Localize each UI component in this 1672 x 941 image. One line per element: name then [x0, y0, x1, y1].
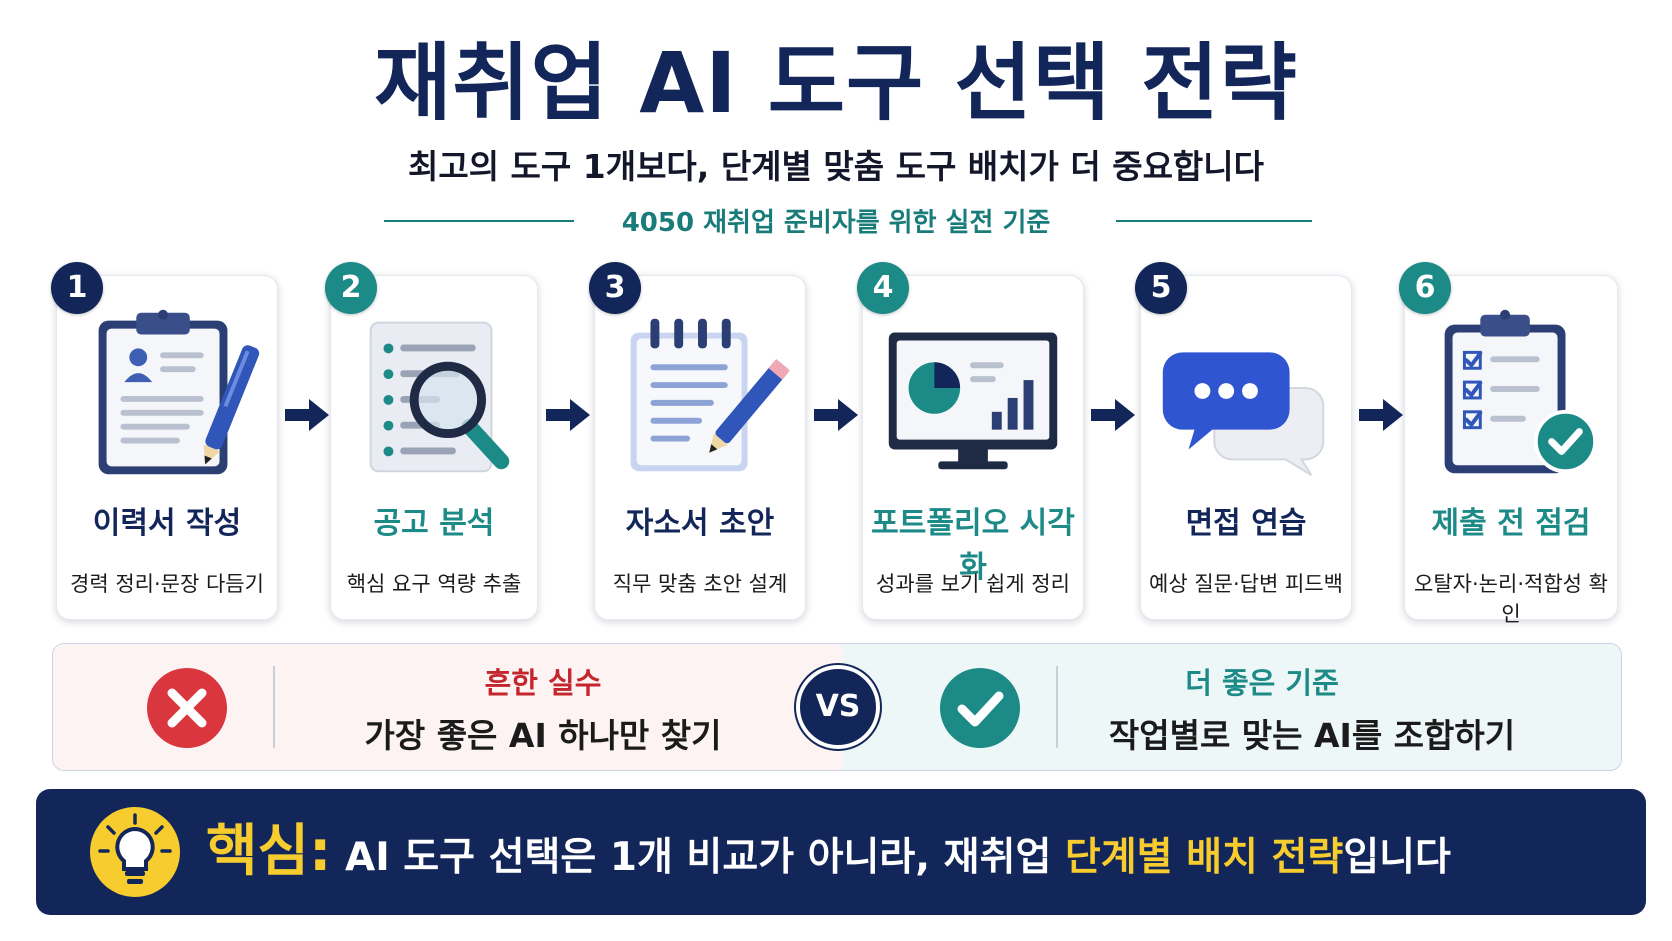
key-tail: 입니다: [1343, 835, 1451, 880]
key-highlight: 단계별 배치 전략: [1064, 835, 1344, 880]
document-magnifier-icon: [369, 321, 510, 473]
clipboard-resume-pen-icon: [98, 309, 260, 475]
step-number-badge: 3: [589, 262, 641, 314]
step-description: 성과를 보기 쉽게 정리: [876, 572, 1070, 596]
step-description: 직무 맞춤 초안 설계: [612, 572, 788, 596]
step-description: 경력 정리·문장 다듬기: [70, 572, 264, 596]
step-number-badge: 6: [1399, 262, 1451, 314]
step-description: 핵심 요구 역량 추출: [346, 572, 522, 596]
step-card-3: 3 자소서 초안 직무 맞춤 초안 설계: [589, 262, 806, 620]
step-title: 포트폴리오 시각화: [871, 506, 1075, 585]
arrow-right-icon: [285, 399, 329, 431]
divider: [1056, 666, 1058, 748]
step-title: 제출 전 점검: [1431, 506, 1591, 541]
better-panel: 더 좋은 기준 작업별로 맞는 AI를 조합하기: [842, 644, 1621, 770]
lightbulb-icon: [90, 807, 180, 897]
check-circle-icon: [940, 668, 1020, 748]
arrow-right-icon: [546, 399, 590, 431]
mistake-text: 가장 좋은 AI 하나만 찾기: [364, 716, 722, 755]
vs-badge: VS: [796, 665, 880, 749]
step-card-4: 4 포트폴리오 시각화 성과를 보기 쉽게 정리: [857, 262, 1084, 620]
step-card-5: 5 면접 연습 예상 질문·답변 피드백: [1135, 262, 1352, 620]
key-label: 핵심:: [206, 819, 332, 884]
step-card-1: 1 이력서 작성 경력 정리·문장 다듬기: [51, 262, 278, 620]
page-title: 재취업 AI 도구 선택 전략: [374, 34, 1298, 132]
step-card-6: 6 제출 전 점검 오탈자·논리·적합성 확인: [1399, 262, 1618, 626]
arrow-right-icon: [1359, 399, 1403, 431]
step-number-badge: 4: [857, 262, 909, 314]
arrow-right-icon: [814, 399, 858, 431]
divider: [273, 666, 275, 748]
page-subtitle: 최고의 도구 1개보다, 단계별 맞춤 도구 배치가 더 중요합니다: [407, 147, 1265, 186]
step-number-badge: 5: [1135, 262, 1187, 314]
arrow-right-icon: [1091, 399, 1135, 431]
comparison-panel: 흔한 실수 가장 좋은 AI 하나만 찾기 더 좋은 기준 작업별로 맞는 AI…: [52, 643, 1622, 771]
key-message: 핵심: AI 도구 선택은 1개 비교가 아니라, 재취업 단계별 배치 전략입…: [206, 789, 1451, 915]
step-title: 공고 분석: [373, 506, 495, 541]
step-number-badge: 2: [325, 262, 377, 314]
step-card-2: 2 공고 분석 핵심 요구 역량 추출: [325, 262, 538, 620]
tagline-divider-left: [384, 220, 574, 222]
monitor-chart-icon: [888, 332, 1058, 470]
checklist-clipboard-icon: [1444, 309, 1598, 474]
tagline-divider-right: [1116, 220, 1312, 222]
chat-bubbles-icon: [1162, 352, 1325, 477]
better-label: 더 좋은 기준: [1185, 666, 1339, 700]
step-title: 자소서 초안: [625, 506, 775, 541]
tagline: 4050 재취업 준비자를 위한 실전 기준: [621, 208, 1051, 238]
mistake-panel: 흔한 실수 가장 좋은 AI 하나만 찾기: [53, 644, 842, 770]
better-text: 작업별로 맞는 AI를 조합하기: [1108, 716, 1516, 755]
step-number-badge: 1: [51, 262, 103, 314]
x-circle-icon: [147, 668, 227, 748]
notepad-pencil-icon: [630, 318, 790, 472]
key-message-banner: 핵심: AI 도구 선택은 1개 비교가 아니라, 재취업 단계별 배치 전략입…: [36, 789, 1646, 915]
step-title: 이력서 작성: [92, 506, 242, 541]
key-body: AI 도구 선택은 1개 비교가 아니라, 재취업: [331, 835, 1065, 880]
step-description: 오탈자·논리·적합성 확인: [1414, 572, 1608, 626]
mistake-label: 흔한 실수: [484, 666, 602, 700]
tagline-row: 4050 재취업 준비자를 위한 실전 기준: [0, 202, 1672, 238]
step-description: 예상 질문·답변 피드백: [1149, 572, 1343, 596]
step-title: 면접 연습: [1185, 506, 1307, 541]
